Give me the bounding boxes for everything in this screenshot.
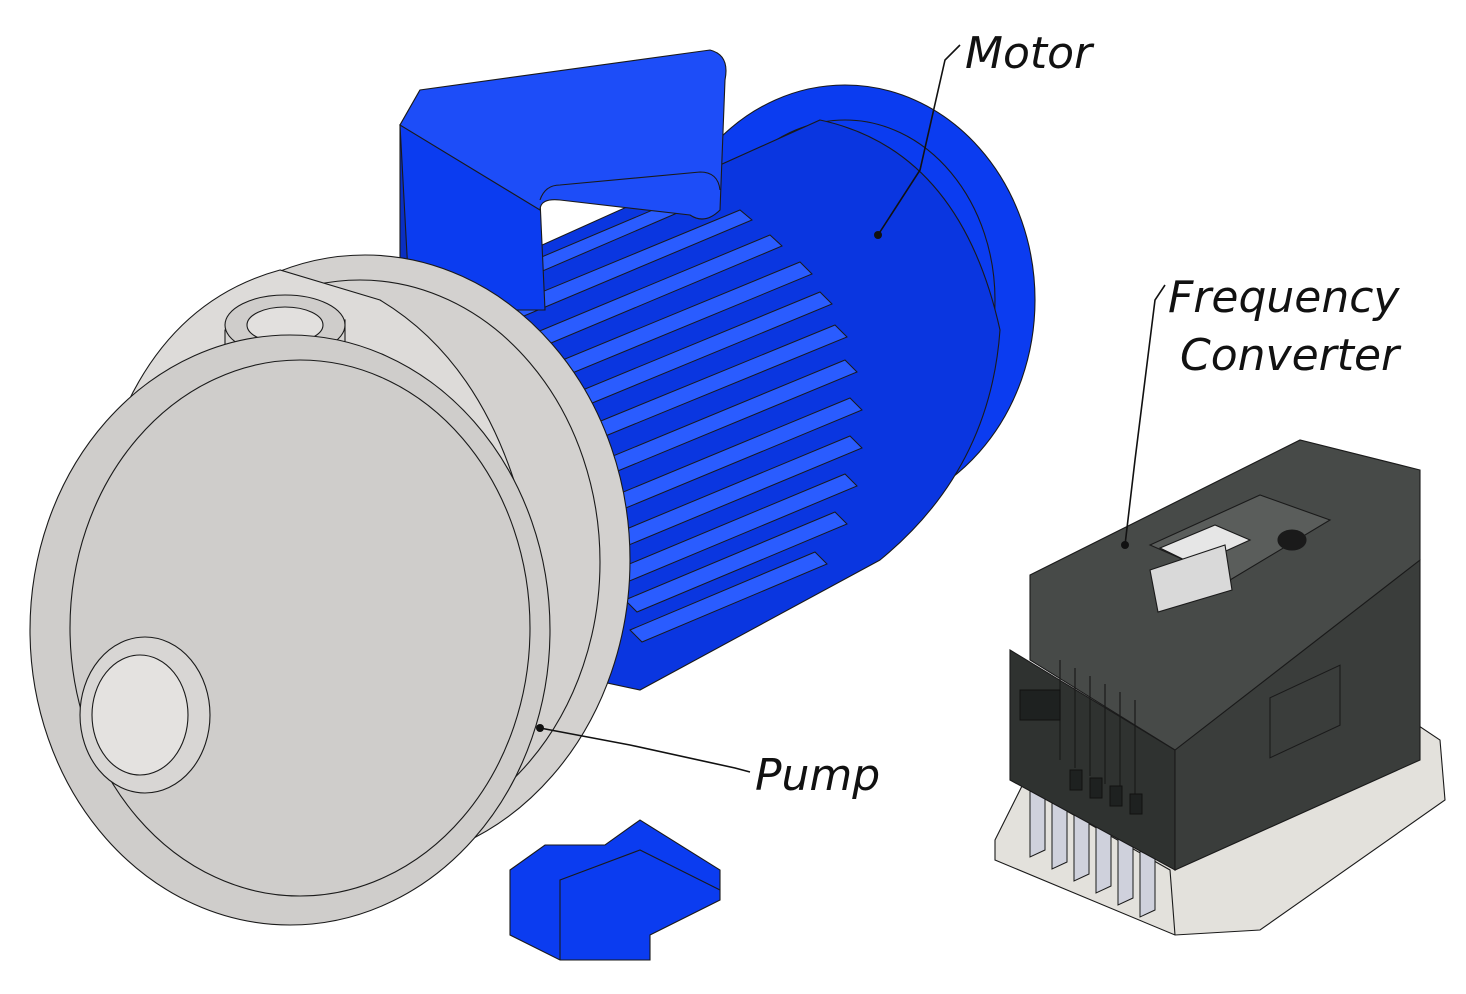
converter-knob [1277, 529, 1307, 551]
motor-label: Motor [965, 28, 1095, 79]
callout-leaders [536, 44, 1166, 773]
converter-leader-line [1124, 284, 1166, 546]
frequency-converter [994, 439, 1446, 936]
converter-leader-dot [1121, 541, 1129, 549]
pump-front-cover [29, 334, 551, 926]
pump [29, 254, 631, 926]
converter-label-plate [1149, 544, 1233, 613]
converter-heatsink [1029, 782, 1156, 918]
motor-leader-line [877, 44, 961, 236]
pump-label: Pump [755, 750, 880, 801]
motor-foot [509, 819, 721, 961]
converter-terminals [1019, 689, 1143, 815]
frequency-label-line2: Converter [1180, 330, 1402, 381]
pump-leader-line [539, 727, 751, 773]
pump-leader-dot [536, 724, 544, 732]
motor-leader-dot [874, 231, 882, 239]
frequency-label-line1: Frequency [1168, 272, 1400, 323]
converter-side-panel [1269, 664, 1341, 759]
